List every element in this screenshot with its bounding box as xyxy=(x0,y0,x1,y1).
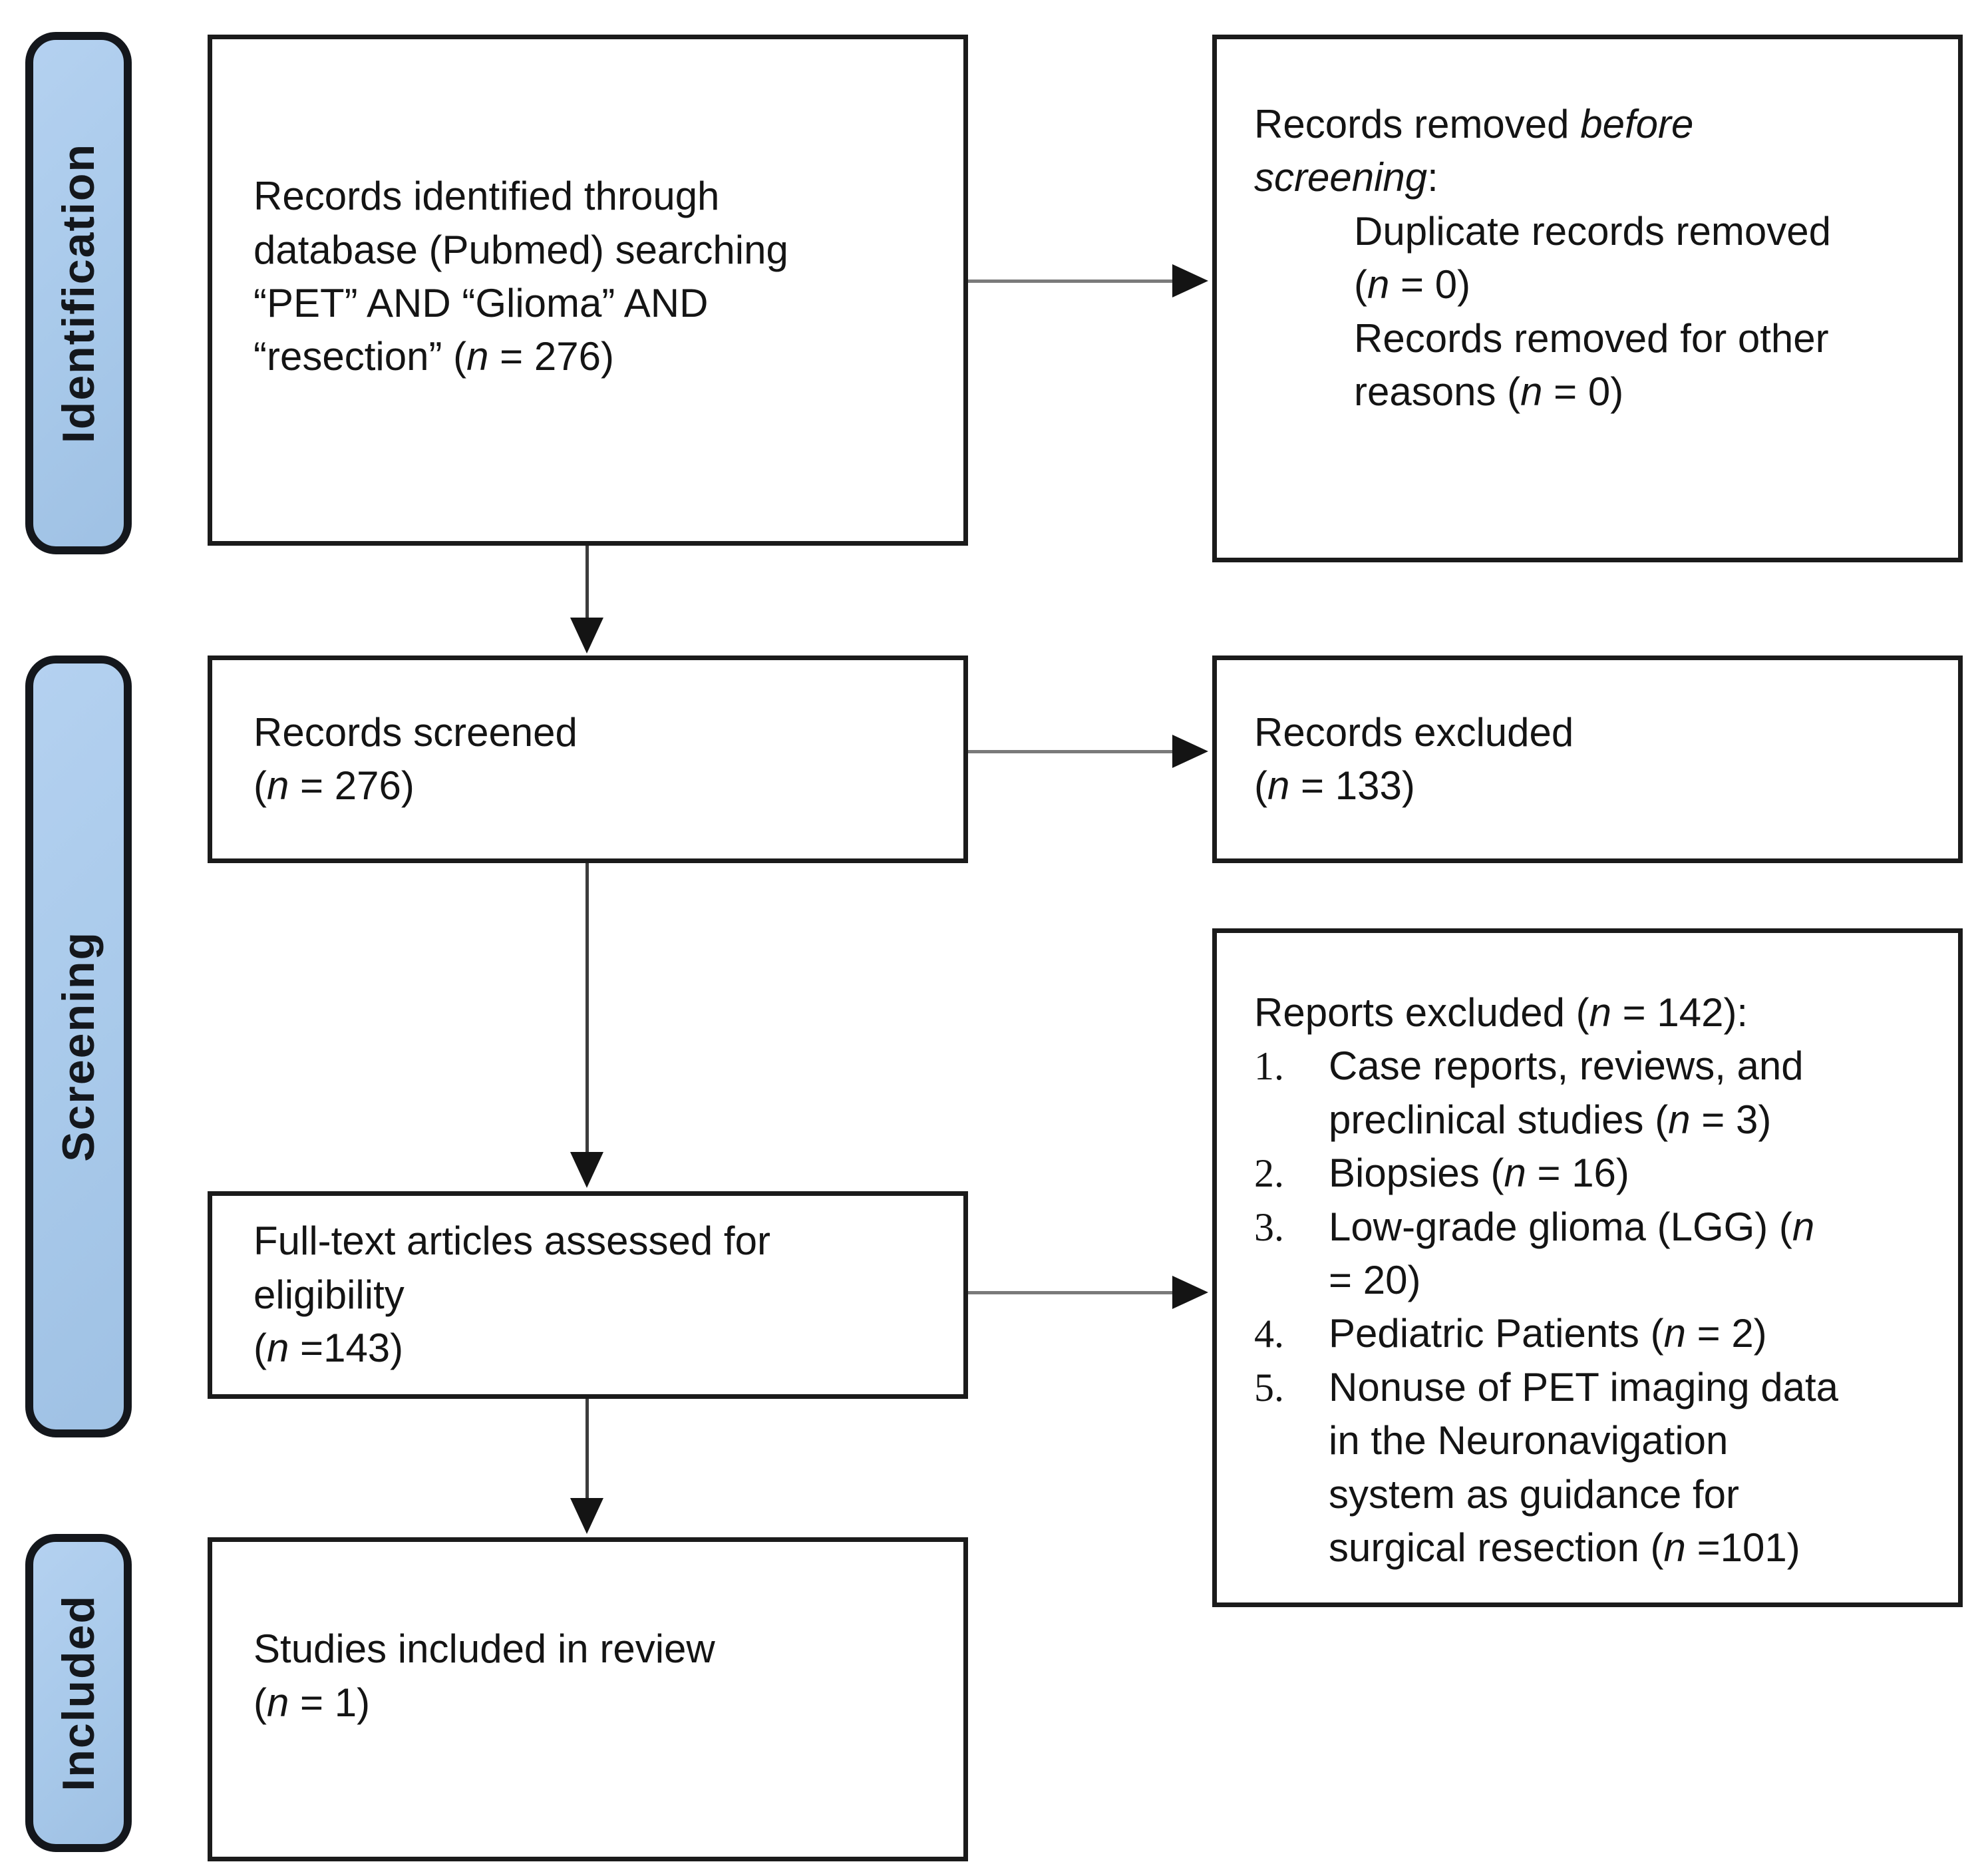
arrow-line-fulltext-to-reports-excluded xyxy=(968,1291,1176,1294)
arrow-head-identified-to-screened xyxy=(570,618,603,654)
stage-label-identification: Identification xyxy=(53,142,104,444)
stage-bar-included: Included xyxy=(25,1534,132,1852)
excluded-reason-text: Low-grade glioma (LGG) (n= 20) xyxy=(1329,1204,1815,1302)
box-reports-excluded-heading: Reports excluded (n = 142): xyxy=(1254,990,1748,1035)
box-records-screened-text: Records screened(n = 276) xyxy=(253,709,578,808)
box-records-screened: Records screened(n = 276) xyxy=(208,656,968,863)
removed-item-duplicates: Duplicate records removed(n = 0) xyxy=(1354,208,1831,307)
stage-bar-screening: Screening xyxy=(25,656,132,1437)
arrow-head-screened-to-excluded xyxy=(1172,735,1208,768)
excluded-reason-number: 4. xyxy=(1254,1312,1284,1356)
box-reports-excluded: Reports excluded (n = 142): 1. Case repo… xyxy=(1212,928,1963,1607)
excluded-reason-number: 3. xyxy=(1254,1205,1284,1249)
arrow-head-fulltext-to-included xyxy=(570,1498,603,1534)
stage-label-screening: Screening xyxy=(53,931,104,1162)
arrow-head-screened-to-fulltext xyxy=(570,1152,603,1188)
arrow-head-fulltext-to-reports-excluded xyxy=(1172,1276,1208,1309)
excluded-reason-row: 2. Biopsies (n = 16) xyxy=(1254,1147,1945,1200)
excluded-reason-text: Pediatric Patients (n = 2) xyxy=(1329,1311,1767,1356)
arrow-line-screened-to-fulltext xyxy=(585,863,589,1155)
arrow-line-identified-to-removed xyxy=(968,280,1176,283)
excluded-reason-row: 4. Pediatric Patients (n = 2) xyxy=(1254,1307,1945,1360)
arrow-line-identified-to-screened xyxy=(585,546,589,620)
arrow-line-fulltext-to-included xyxy=(585,1399,589,1501)
excluded-reason-number: 5. xyxy=(1254,1365,1284,1409)
excluded-reason-number: 2. xyxy=(1254,1151,1284,1196)
excluded-reason-row: 3. Low-grade glioma (LGG) (n= 20) xyxy=(1254,1201,1945,1308)
box-records-excluded-text: Records excluded(n = 133) xyxy=(1254,709,1574,808)
stage-label-included: Included xyxy=(53,1595,104,1791)
excluded-reason-number: 1. xyxy=(1254,1044,1284,1089)
stage-bar-identification: Identification xyxy=(25,32,132,554)
arrow-line-screened-to-excluded xyxy=(968,750,1176,753)
box-records-excluded: Records excluded(n = 133) xyxy=(1212,656,1963,863)
box-studies-included-text: Studies included in review(n = 1) xyxy=(253,1626,715,1725)
arrow-head-identified-to-removed xyxy=(1172,264,1208,297)
excluded-reason-text: Biopsies (n = 16) xyxy=(1329,1151,1629,1196)
box-studies-included: Studies included in review(n = 1) xyxy=(208,1537,968,1861)
